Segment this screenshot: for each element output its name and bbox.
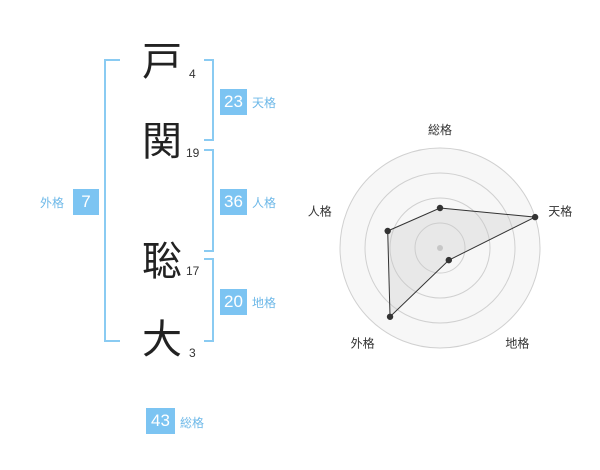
radar-ring [364, 172, 516, 324]
radar-axis-label-4: 外格 [351, 335, 375, 350]
radar-point-5 [384, 227, 391, 235]
name-char-2: 関 [142, 119, 182, 165]
radar-axis-label-2: 天格 [548, 204, 572, 219]
radar-point-3 [445, 256, 453, 264]
tenkaku-label: 天格 [252, 96, 277, 110]
soukaku-label: 総格 [180, 416, 205, 430]
gaikaku-value: 7 [73, 189, 99, 215]
jinkaku-label: 人格 [252, 196, 277, 210]
gaikaku-bracket [104, 59, 120, 342]
chikaku-bracket [204, 258, 214, 342]
stroke-count-1: 4 [189, 67, 196, 81]
radar-point-4 [386, 313, 394, 320]
radar-center [437, 245, 443, 251]
tenkaku-bracket [204, 59, 214, 141]
gaikaku-label: 外格 [40, 196, 65, 210]
radar-axis-label-1: 総格 [428, 122, 452, 137]
name-char-1: 戸 [142, 39, 182, 85]
stroke-count-4: 3 [189, 346, 196, 360]
name-char-3: 聡 [142, 239, 182, 285]
radar-point-1 [436, 204, 444, 212]
tenkaku-value: 23 [220, 89, 247, 115]
jinkaku-value: 36 [220, 189, 247, 215]
soukaku-value: 43 [146, 408, 175, 434]
stroke-count-2: 19 [186, 146, 200, 160]
radar-ring [389, 197, 491, 299]
name-char-4: 大 [142, 317, 182, 363]
chikaku-value: 20 [220, 289, 247, 315]
chikaku-label: 地格 [252, 296, 277, 310]
stroke-count-3: 17 [186, 264, 200, 278]
radar-axis-label-5: 人格 [308, 204, 332, 219]
jinkaku-bracket [204, 149, 214, 252]
radar-point-2 [531, 213, 539, 221]
radar-series-polygon [387, 207, 537, 318]
radar-axis-label-3: 地格 [505, 335, 529, 350]
radar-ring [414, 222, 466, 274]
